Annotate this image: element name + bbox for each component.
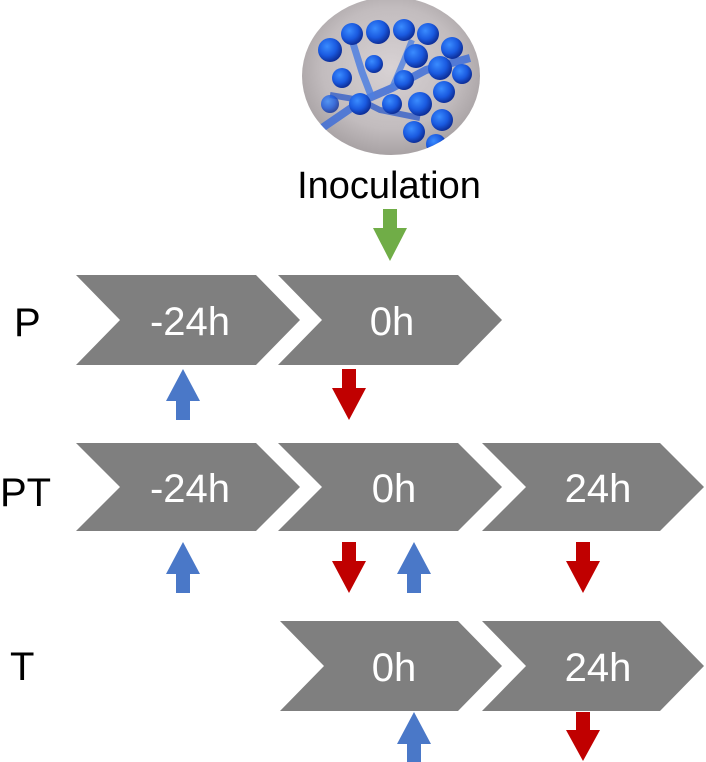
step-label: 24h	[565, 467, 632, 511]
row-p-step-2: 0h	[278, 275, 502, 365]
sampling-down-arrow-icon	[332, 542, 366, 593]
row-label-t: T	[10, 645, 34, 689]
pre-treatment-up-arrow-icon	[166, 542, 200, 593]
row-label-pt: PT	[0, 471, 51, 515]
chevron-icon	[278, 443, 502, 531]
fungal-spores-micrograph-icon	[302, 0, 480, 155]
step-label: 0h	[372, 467, 417, 511]
sampling-down-arrow-icon	[566, 542, 600, 593]
chevron-icon	[76, 443, 300, 531]
treatment-up-arrow-icon	[397, 712, 431, 762]
chevron-icon	[482, 443, 704, 531]
row-p-step-1: -24h	[76, 275, 300, 365]
row-pt-step-1: -24h	[76, 443, 300, 531]
inoculation-arrow-icon	[373, 209, 407, 261]
inoculation-label: Inoculation	[297, 165, 481, 207]
step-label: -24h	[150, 300, 230, 344]
chevron-icon	[278, 275, 502, 365]
row-pt-step-2: 0h	[278, 443, 502, 531]
chevron-icon	[280, 621, 502, 711]
treatment-up-arrow-icon	[397, 542, 431, 593]
step-label: 24h	[565, 646, 632, 690]
sampling-down-arrow-icon	[332, 369, 366, 420]
step-label: 0h	[370, 300, 415, 344]
row-label-p: P	[14, 301, 41, 345]
chevron-icon	[76, 275, 300, 365]
row-t-step-1: 0h	[280, 621, 502, 711]
row-pt-step-3: 24h	[482, 443, 704, 531]
row-t-step-2: 24h	[482, 621, 704, 711]
pre-treatment-up-arrow-icon	[166, 369, 200, 420]
step-label: 0h	[372, 646, 417, 690]
step-label: -24h	[150, 467, 230, 511]
chevron-icon	[482, 621, 704, 711]
sampling-down-arrow-icon	[566, 712, 600, 761]
